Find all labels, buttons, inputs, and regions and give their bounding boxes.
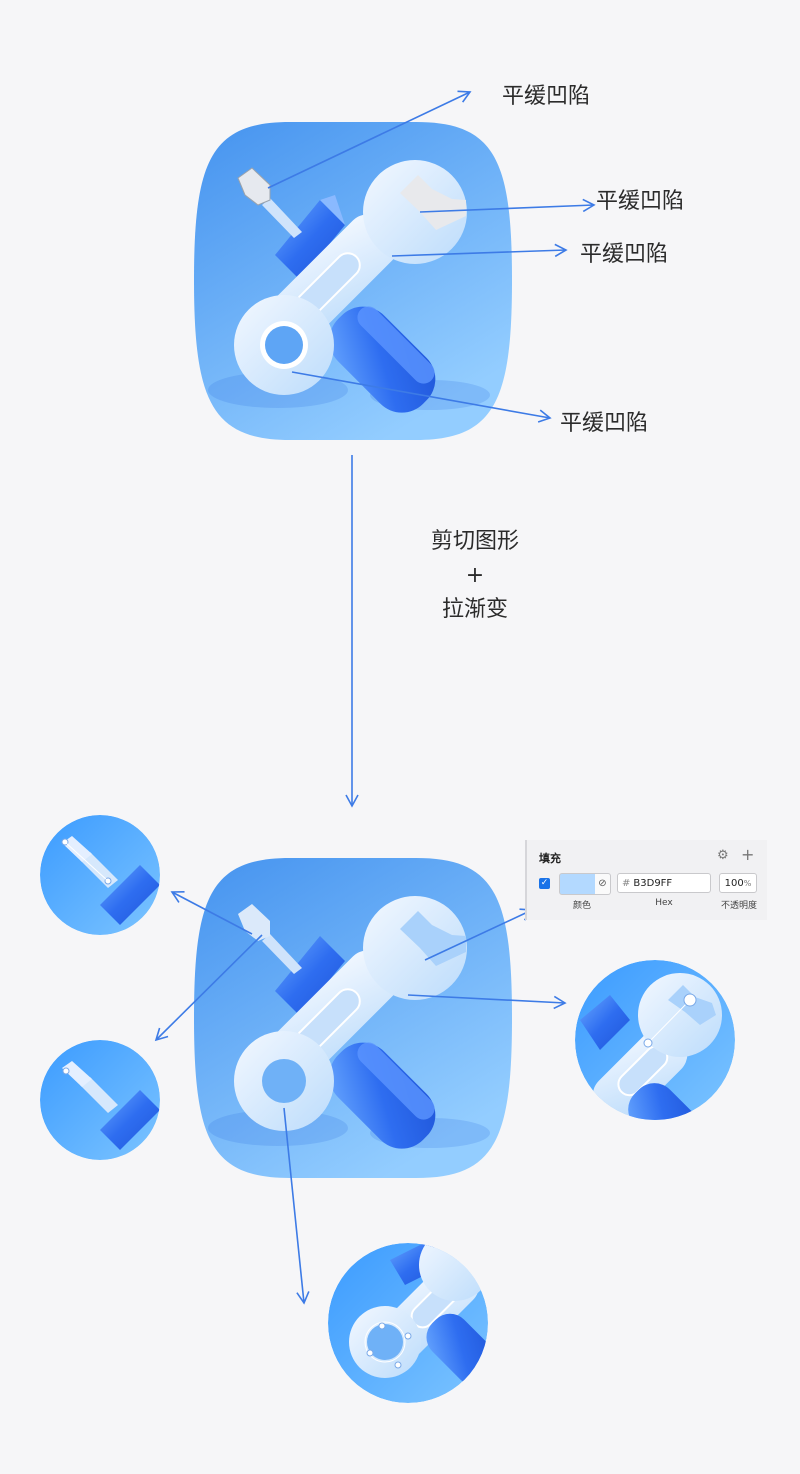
process-line-2: + — [465, 563, 485, 588]
process-label: 剪切图形 + 拉渐变 — [400, 525, 550, 627]
detail-arrow — [283, 1107, 310, 1305]
detail-arrow — [407, 994, 567, 1010]
hex-prefix: # — [622, 878, 631, 889]
detail-circle-screwdriver-a — [40, 815, 160, 935]
detail-arrow — [424, 908, 534, 961]
fill-panel: 填充 ⚙ + ✓ ⊘ #B3D9FF 100% 颜色 Hex 不透明度 — [525, 840, 767, 920]
callout-arrow — [291, 371, 552, 423]
bottom-app-icon — [194, 858, 512, 1178]
color-caption: 颜色 — [572, 901, 591, 911]
gear-icon[interactable]: ⚙ — [717, 848, 729, 863]
detail-circle-screwdriver-b — [40, 1040, 160, 1160]
fill-panel-title: 填充 — [539, 852, 561, 865]
detail-circle-wrench-head — [575, 960, 735, 1120]
callout-label-wrench-handle: 平缓凹陷 — [580, 242, 669, 267]
hex-input[interactable]: #B3D9FF — [617, 873, 711, 893]
detail-circle-wrench-ring — [328, 1243, 488, 1403]
link-icon[interactable]: ⊘ — [595, 873, 611, 895]
checkbox-icon[interactable]: ✓ — [539, 878, 550, 889]
callout-label-screwdriver-tip: 平缓凹陷 — [502, 84, 591, 109]
hex-value: B3D9FF — [633, 878, 673, 889]
callout-arrow — [419, 198, 596, 213]
callout-label-wrench-ring: 平缓凹陷 — [560, 411, 649, 436]
detail-arrow — [170, 891, 253, 935]
opacity-input[interactable]: 100% — [719, 873, 757, 893]
top-app-icon — [0, 0, 512, 440]
plus-icon[interactable]: + — [741, 845, 755, 864]
process-line-3: 拉渐变 — [441, 597, 508, 622]
process-line-1: 剪切图形 — [430, 529, 519, 554]
callout-arrow — [391, 243, 568, 258]
opacity-value: 100 — [724, 878, 744, 889]
color-swatch[interactable] — [559, 873, 597, 895]
detail-arrow — [154, 934, 263, 1042]
callout-arrow — [267, 90, 472, 189]
callout-label-wrench-head: 平缓凹陷 — [596, 189, 685, 214]
opacity-caption: 不透明度 — [720, 901, 757, 911]
hex-caption: Hex — [655, 898, 673, 908]
opacity-unit: % — [743, 879, 752, 888]
